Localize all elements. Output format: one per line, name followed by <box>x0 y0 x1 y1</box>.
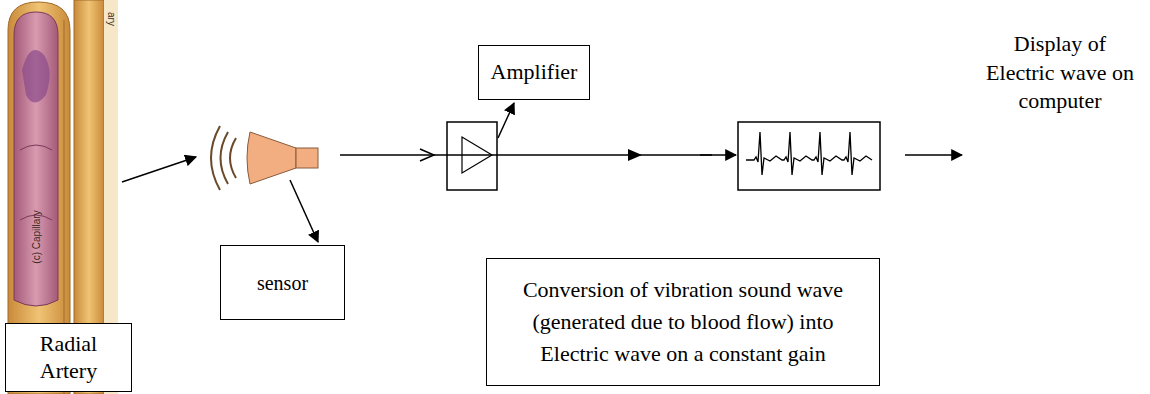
box-text: Conversion of vibration sound wave (gene… <box>499 274 867 370</box>
box-text: Radial Artery <box>12 331 125 384</box>
output-label: Display of Electric wave on computer <box>985 30 1135 116</box>
figure-caption: ary <box>106 4 116 34</box>
sensor-label-box: sensor <box>220 245 345 320</box>
figure-caption: (c) Capillary <box>32 192 42 282</box>
flow-arrow <box>905 154 962 156</box>
signal-wire <box>700 154 736 156</box>
amplifier-symbol <box>447 122 497 190</box>
flow-arrow <box>122 157 196 182</box>
box-text: Amplifier <box>491 59 578 85</box>
box-text: sensor <box>257 271 308 295</box>
caption-box: Radial Artery <box>5 323 132 392</box>
sensor-icon <box>211 126 318 190</box>
leader-arrow <box>498 103 514 138</box>
leader-arrow <box>290 180 318 242</box>
signal-wire <box>447 154 712 156</box>
description-box: Conversion of vibration sound wave (gene… <box>486 258 880 386</box>
waveform-display <box>738 122 880 190</box>
amplifier-label-box: Amplifier <box>478 45 590 100</box>
